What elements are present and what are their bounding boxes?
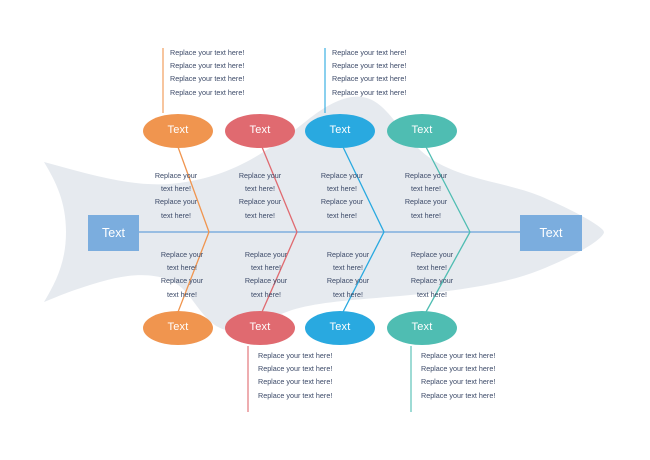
branch-line-1-bottom xyxy=(177,231,210,313)
branch-node-3-top[interactable] xyxy=(305,114,375,148)
inner-text-line: Replace your xyxy=(244,250,288,259)
inner-text-line: Replace your xyxy=(326,276,370,286)
inner-text-line: Replace your xyxy=(404,171,448,180)
inner-text-line: Replace your xyxy=(244,276,288,286)
branch-node-1-top[interactable] xyxy=(143,114,213,148)
inner-text-line: Replace your xyxy=(154,197,198,207)
inner-text-line: text here! xyxy=(333,263,363,273)
inner-text-line: Replace your xyxy=(410,250,454,259)
branch-node-2-top[interactable] xyxy=(225,114,295,148)
inner-text-line: text here! xyxy=(411,210,441,220)
branch-line-3-top xyxy=(342,146,385,233)
branch-node-4-bottom[interactable] xyxy=(387,311,457,345)
outer-text-block-1-top: Replace your text here! Replace your tex… xyxy=(170,46,244,99)
inner-text-line: Replace your xyxy=(160,276,204,286)
inner-text-line: text here! xyxy=(251,289,281,299)
inner-text-line: Replace your xyxy=(410,276,454,286)
inner-text-block-1-top: Replace your text here! Replace your tex… xyxy=(140,169,212,222)
outer-text-line: Replace your text here! xyxy=(421,364,496,374)
inner-text-line: Replace your xyxy=(238,197,282,207)
outer-text-block-3-top: Replace your text here! Replace your tex… xyxy=(332,46,406,99)
outer-text-line: Replace your text here! xyxy=(258,377,333,387)
inner-text-line: text here! xyxy=(245,210,275,220)
branch-line-3-bottom xyxy=(342,231,385,313)
inner-text-block-3-top: Replace your text here! Replace your tex… xyxy=(306,169,378,222)
inner-text-line: text here! xyxy=(167,263,197,273)
inner-text-line: text here! xyxy=(327,184,357,194)
outer-text-block-4-bottom: Replace your text here! Replace your tex… xyxy=(421,349,495,402)
tail-box[interactable] xyxy=(88,215,139,251)
inner-text-block-2-top: Replace your text here! Replace your tex… xyxy=(224,169,296,222)
outer-text-line: Replace your text here! xyxy=(421,351,496,360)
inner-text-block-4-top: Replace your text here! Replace your tex… xyxy=(390,169,462,222)
outer-text-line: Replace your text here! xyxy=(170,61,245,71)
outer-text-line: Replace your text here! xyxy=(258,364,333,374)
outer-text-line: Replace your text here! xyxy=(332,87,407,97)
outer-text-line: Replace your text here! xyxy=(170,48,245,57)
inner-text-line: text here! xyxy=(161,184,191,194)
inner-text-block-3-bottom: Replace your text here! Replace your tex… xyxy=(312,248,384,301)
tail-box-label: Text xyxy=(102,226,125,240)
branch-line-4-bottom xyxy=(425,231,471,313)
outer-text-line: Replace your text here! xyxy=(258,351,333,360)
inner-text-line: text here! xyxy=(411,184,441,194)
inner-text-block-4-bottom: Replace your text here! Replace your tex… xyxy=(396,248,468,301)
inner-text-line: text here! xyxy=(327,210,357,220)
inner-text-block-1-bottom: Replace your text here! Replace your tex… xyxy=(146,248,218,301)
outer-text-line: Replace your text here! xyxy=(332,48,407,57)
head-box[interactable] xyxy=(520,215,582,251)
inner-text-line: text here! xyxy=(161,210,191,220)
head-box-label: Text xyxy=(539,226,563,240)
outer-text-line: Replace your text here! xyxy=(170,74,245,84)
inner-text-line: text here! xyxy=(333,289,363,299)
fish-body-shape xyxy=(44,96,604,331)
branch-node-2-bottom[interactable] xyxy=(225,311,295,345)
outer-text-line: Replace your text here! xyxy=(421,390,496,400)
branch-node-3-bottom[interactable] xyxy=(305,311,375,345)
branch-node-4-top[interactable] xyxy=(387,114,457,148)
inner-text-line: Replace your xyxy=(320,197,364,207)
inner-text-line: Replace your xyxy=(160,250,204,259)
branch-line-2-bottom xyxy=(261,231,298,313)
branch-line-1-top xyxy=(177,146,210,233)
inner-text-line: text here! xyxy=(245,184,275,194)
outer-text-line: Replace your text here! xyxy=(421,377,496,387)
inner-text-line: Replace your xyxy=(238,171,282,180)
branch-line-4-top xyxy=(425,146,471,233)
branch-line-2-top xyxy=(261,146,298,233)
inner-text-line: text here! xyxy=(417,263,447,273)
inner-text-line: Replace your xyxy=(404,197,448,207)
outer-text-line: Replace your text here! xyxy=(332,74,407,84)
outer-text-line: Replace your text here! xyxy=(258,390,333,400)
inner-text-block-2-bottom: Replace your text here! Replace your tex… xyxy=(230,248,302,301)
outer-text-block-2-bottom: Replace your text here! Replace your tex… xyxy=(258,349,332,402)
inner-text-line: text here! xyxy=(167,289,197,299)
inner-text-line: Replace your xyxy=(154,171,198,180)
inner-text-line: text here! xyxy=(417,289,447,299)
outer-text-line: Replace your text here! xyxy=(170,87,245,97)
branch-node-1-bottom[interactable] xyxy=(143,311,213,345)
inner-text-line: Replace your xyxy=(326,250,370,259)
inner-text-line: Replace your xyxy=(320,171,364,180)
inner-text-line: text here! xyxy=(251,263,281,273)
outer-text-line: Replace your text here! xyxy=(332,61,407,71)
